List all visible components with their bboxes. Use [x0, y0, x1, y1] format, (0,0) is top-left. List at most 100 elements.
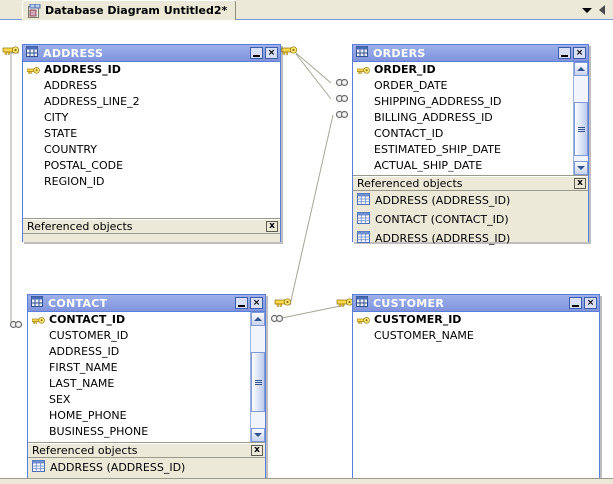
column-row[interactable]: ADDRESS: [23, 78, 280, 94]
column-scrollbar[interactable]: [573, 62, 588, 175]
scroll-down-button[interactable]: [251, 428, 265, 442]
scroll-down-button[interactable]: [574, 161, 588, 175]
close-button[interactable]: ×: [584, 297, 597, 309]
table-title-bar[interactable]: ORDERS ×: [353, 45, 588, 62]
column-row[interactable]: CUSTOMER_ID: [28, 328, 265, 344]
table-title-bar[interactable]: ADDRESS ×: [23, 45, 280, 62]
column-row[interactable]: BILLING_ADDRESS_ID: [353, 110, 588, 126]
primary-key-icon: [27, 65, 44, 76]
diagram-file-icon: [28, 3, 41, 18]
referenced-objects-close-icon[interactable]: x: [266, 221, 278, 232]
table-title-bar[interactable]: CONTACT ×: [28, 295, 265, 312]
minimize-button[interactable]: [558, 47, 571, 59]
primary-key-icon: [357, 315, 374, 326]
referenced-object-item[interactable]: ADDRESS (ADDRESS_ID): [353, 191, 588, 210]
table-icon: [356, 46, 373, 60]
column-name: POSTAL_CODE: [44, 159, 124, 172]
table-name: ORDERS: [373, 46, 426, 60]
column-name: SEX: [49, 393, 71, 406]
column-name: CUSTOMER_NAME: [374, 329, 474, 342]
table-window-customer[interactable]: CUSTOMER×CUSTOMER_IDCUSTOMER_NAMEReferen…: [352, 294, 600, 484]
minimize-button[interactable]: [250, 47, 263, 59]
column-scrollbar[interactable]: [250, 312, 265, 442]
referenced-object-item[interactable]: CONTACT (CONTACT_ID): [353, 210, 588, 229]
referenced-object-item[interactable]: ADDRESS (ADDRESS_ID): [28, 458, 265, 477]
column-name: BUSINESS_PHONE: [49, 425, 149, 438]
editor-tab-strip: Database Diagram Untitled2*: [0, 0, 613, 20]
scrollbar-thumb[interactable]: [574, 102, 588, 156]
column-row[interactable]: ACTUAL_SHIP_DATE: [353, 158, 588, 174]
column-row[interactable]: ADDRESS_ID: [28, 344, 265, 360]
referenced-object-item[interactable]: ADDRESS (ADDRESS_ID): [353, 229, 588, 248]
close-button[interactable]: ×: [573, 47, 586, 59]
column-row[interactable]: CUSTOMER_NAME: [353, 328, 599, 344]
column-name: CUSTOMER_ID: [374, 313, 462, 326]
column-name: HOME_PHONE: [49, 409, 127, 422]
column-row[interactable]: LAST_NAME: [28, 376, 265, 392]
arrow-left-icon[interactable]: [599, 5, 605, 15]
canvas-bottom-edge: [0, 478, 613, 484]
column-name: BILLING_ADDRESS_ID: [374, 111, 493, 124]
referenced-objects-header: Referenced objects x: [23, 219, 280, 234]
minimize-button[interactable]: [235, 297, 248, 309]
referenced-objects-close-icon[interactable]: x: [251, 445, 263, 456]
column-name: ADDRESS_LINE_2: [44, 95, 140, 108]
column-row[interactable]: SHIPPING_ADDRESS_ID: [353, 94, 588, 110]
scrollbar-thumb[interactable]: [251, 352, 265, 412]
table-name: CONTACT: [48, 296, 108, 310]
column-name: FIRST_NAME: [49, 361, 118, 374]
column-row[interactable]: CUSTOMER_ID: [353, 312, 599, 328]
close-button[interactable]: ×: [250, 297, 263, 309]
tab-label: Database Diagram Untitled2*: [45, 4, 228, 17]
column-name: CUSTOMER_ID: [49, 329, 129, 342]
column-list[interactable]: CUSTOMER_ID CUSTOMER_NAME: [353, 312, 599, 484]
table-title-bar[interactable]: CUSTOMER×: [353, 295, 599, 312]
column-row[interactable]: ESTIMATED_SHIP_DATE: [353, 142, 588, 158]
primary-key-icon: [357, 65, 374, 76]
column-name: CITY: [44, 111, 69, 124]
column-row[interactable]: POSTAL_CODE: [23, 158, 280, 174]
scroll-up-button[interactable]: [251, 312, 265, 326]
scroll-up-button[interactable]: [574, 62, 588, 76]
referenced-table-icon: [357, 212, 375, 227]
column-row[interactable]: ORDER_DATE: [353, 78, 588, 94]
column-row[interactable]: SEX: [28, 392, 265, 408]
column-row[interactable]: CITY: [23, 110, 280, 126]
referenced-objects-close-icon[interactable]: x: [574, 178, 586, 189]
column-row[interactable]: COUNTRY: [23, 142, 280, 158]
column-row[interactable]: ADDRESS_LINE_2: [23, 94, 280, 110]
column-row[interactable]: HOME_PHONE: [28, 408, 265, 424]
column-name: ORDER_ID: [374, 63, 436, 76]
minimize-button[interactable]: [569, 297, 582, 309]
referenced-objects-list[interactable]: [23, 234, 280, 242]
referenced-object-label: ADDRESS (ADDRESS_ID): [50, 461, 186, 474]
close-button[interactable]: ×: [265, 47, 278, 59]
tab-database-diagram[interactable]: Database Diagram Untitled2*: [22, 0, 237, 20]
column-name: REGION_ID: [44, 175, 105, 188]
table-name: ADDRESS: [43, 46, 104, 60]
column-row[interactable]: STATE: [23, 126, 280, 142]
column-row[interactable]: FIRST_NAME: [28, 360, 265, 376]
column-name: ADDRESS_ID: [44, 63, 121, 76]
column-row[interactable]: ORDER_ID: [353, 62, 588, 78]
column-row[interactable]: ADDRESS_ID: [23, 62, 280, 78]
column-row[interactable]: CONTACT_ID: [353, 126, 588, 142]
primary-key-icon: [32, 315, 49, 326]
referenced-objects-list[interactable]: ADDRESS (ADDRESS_ID) CONTACT (CONTACT_ID)…: [353, 191, 588, 245]
referenced-object-label: CONTACT (CONTACT_ID): [375, 213, 509, 226]
column-name: COUNTRY: [44, 143, 97, 156]
column-row[interactable]: CONTACT_ID: [28, 312, 265, 328]
column-row[interactable]: BUSINESS_PHONE: [28, 424, 265, 440]
referenced-objects-label: Referenced objects: [27, 220, 133, 233]
chevron-down-icon[interactable]: [582, 7, 592, 13]
column-row[interactable]: REGION_ID: [23, 174, 280, 190]
